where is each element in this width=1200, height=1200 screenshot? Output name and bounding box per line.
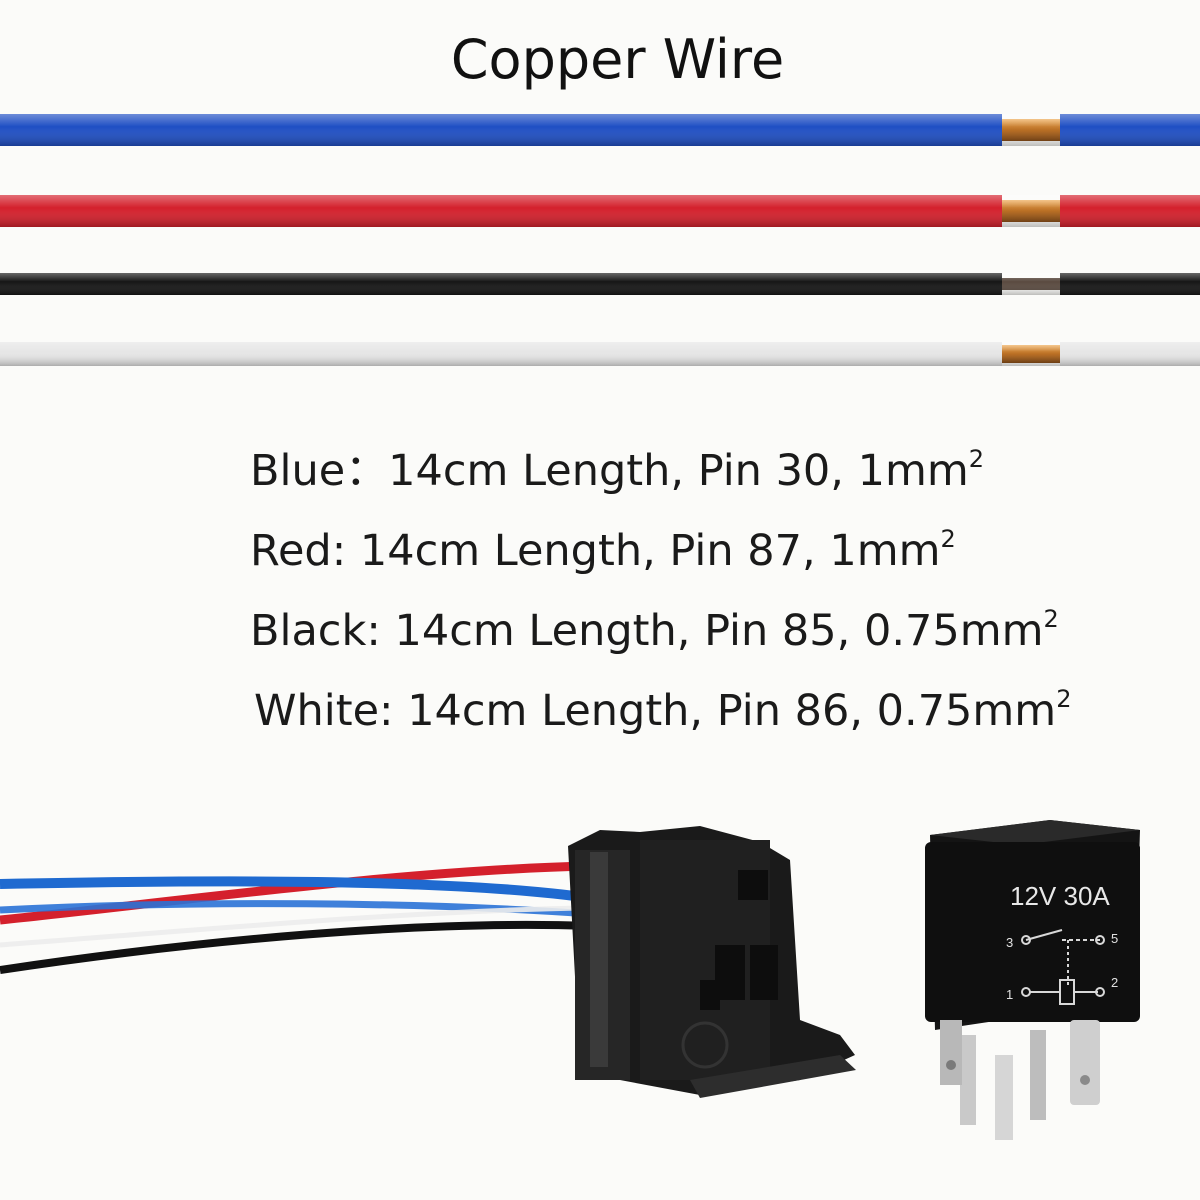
spec-unit-exponent: 2 [1056,685,1072,713]
spec-separator: : [379,686,408,736]
products-illustration: 12V 30A 3 5 1 2 [0,820,1140,1140]
spec-unit-exponent: 2 [1043,605,1059,633]
spec-row-black: Black: 14cm Length, Pin 85, 0.75mm2 [250,585,1071,665]
wire-blue [0,114,1200,146]
spec-detail: 14cm Length, Pin 86, 0.75mm [407,686,1057,736]
wire-white [0,342,1200,366]
wire-red [0,195,1200,227]
relay-pin-label-3: 3 [1006,935,1013,950]
spec-separator: : [366,606,395,656]
relay: 12V 30A 3 5 1 2 [925,820,1140,1140]
spec-color-label: Red [250,526,332,576]
harness-wires [0,861,591,974]
spec-unit-exponent: 2 [940,525,956,553]
relay-pin-label-1: 1 [1006,987,1013,1002]
spec-separator: ： [345,446,389,496]
relay-socket [568,826,856,1098]
wire-black [0,273,1200,295]
spec-detail: 14cm Length, Pin 30, 1mm [388,446,969,496]
page-title: Copper Wire [450,28,785,91]
spec-unit-exponent: 2 [968,445,985,473]
relay-rating-label: 12V 30A [1010,881,1110,911]
spec-color-label: White [254,686,380,736]
relay-schematic [1021,929,1105,1005]
spec-separator: : [331,526,360,576]
copper-wires-illustration [0,114,1200,366]
relay-pin-label-5: 5 [1111,931,1118,946]
spec-color-label: Blue [250,446,346,496]
spec-detail: 14cm Length, Pin 85, 0.75mm [394,606,1044,656]
wire-spec-list: Blue：14cm Length, Pin 30, 1mm2 Red: 14cm… [250,425,1071,745]
spec-detail: 14cm Length, Pin 87, 1mm [359,526,941,576]
spec-row-white: White: 14cm Length, Pin 86, 0.75mm2 [250,665,1071,745]
spec-row-red: Red: 14cm Length, Pin 87, 1mm2 [250,505,1071,585]
spec-row-blue: Blue：14cm Length, Pin 30, 1mm2 [250,425,1071,505]
relay-pin-label-2: 2 [1111,975,1118,990]
spec-color-label: Black [250,606,367,656]
